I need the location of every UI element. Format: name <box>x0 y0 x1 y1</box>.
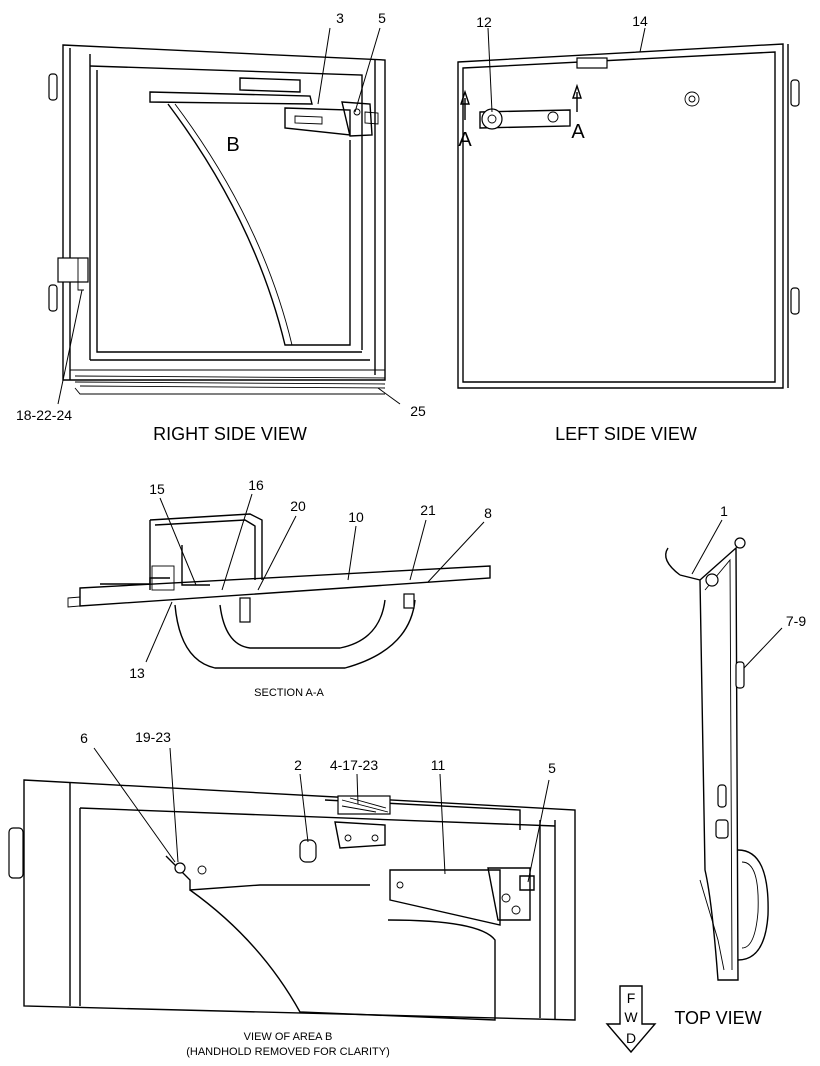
callout-label: 19-23 <box>135 729 171 745</box>
area-b-caption-line1: VIEW OF AREA B <box>244 1031 333 1043</box>
callout-label: 4-17-23 <box>330 757 378 773</box>
callout-label: 7-9 <box>786 613 806 629</box>
left-side-view-caption: LEFT SIDE VIEW <box>555 424 697 444</box>
callout-label: 2 <box>294 757 302 773</box>
callout-label: 14 <box>632 13 648 29</box>
callout-label: 10 <box>348 509 364 525</box>
area-b-caption-line2: (HANDHOLD REMOVED FOR CLARITY) <box>186 1046 390 1058</box>
fwd-letter-d: D <box>626 1030 636 1046</box>
left-side-view <box>457 27 800 389</box>
forward-arrow-icon <box>605 985 657 1054</box>
callout-label: 16 <box>248 477 264 493</box>
section-a-a-caption: SECTION A-A <box>254 687 324 699</box>
callout-label: 13 <box>129 665 145 681</box>
callout-label: 20 <box>290 498 306 514</box>
callout-label: 18-22-24 <box>16 407 72 423</box>
right-side-view <box>48 27 401 405</box>
section-marker-right: A <box>571 121 585 143</box>
callout-label: 12 <box>476 14 492 30</box>
callout-label: 3 <box>336 10 344 26</box>
top-view <box>665 519 783 981</box>
fwd-letter-w: W <box>624 1009 638 1025</box>
callout-label: 15 <box>149 481 165 497</box>
callout-label: 8 <box>484 505 492 521</box>
callout-label: 21 <box>420 502 436 518</box>
callout-label: 6 <box>80 730 88 746</box>
section-a-a <box>67 493 491 669</box>
callout-label: 11 <box>431 757 446 773</box>
callout-label: 5 <box>548 760 556 776</box>
view-area-b <box>8 747 576 1021</box>
callout-label: 1 <box>720 503 728 519</box>
callout-label: 25 <box>410 403 426 419</box>
callout-label: 5 <box>378 10 386 26</box>
area-b-marker: B <box>226 134 239 156</box>
fwd-letter-f: F <box>627 990 636 1006</box>
top-view-caption: TOP VIEW <box>674 1008 761 1028</box>
right-side-view-caption: RIGHT SIDE VIEW <box>153 424 307 444</box>
section-marker-left: A <box>458 129 472 151</box>
